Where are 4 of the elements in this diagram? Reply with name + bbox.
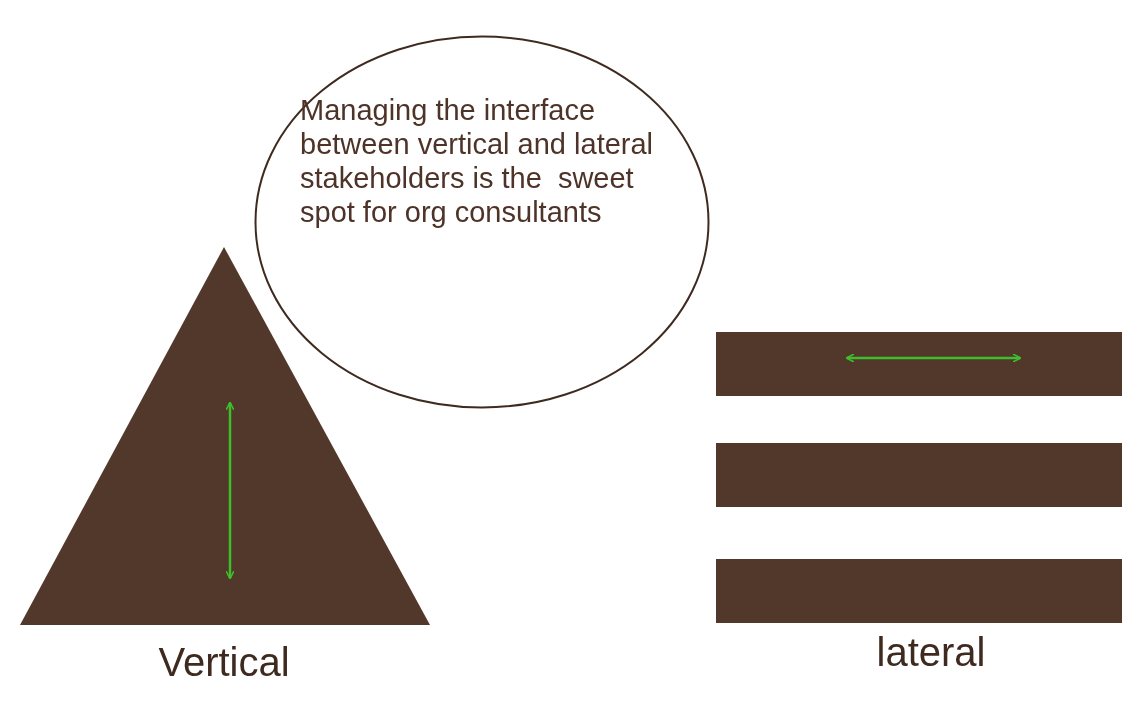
speech-ellipse — [254, 35, 710, 409]
ellipse-text: Managing the interface between vertical and lateral stakeholders is the sweet spot for org consultants — [300, 93, 655, 229]
caption-label: lateral — [876, 630, 986, 675]
caption-label: Vertical — [158, 640, 290, 685]
